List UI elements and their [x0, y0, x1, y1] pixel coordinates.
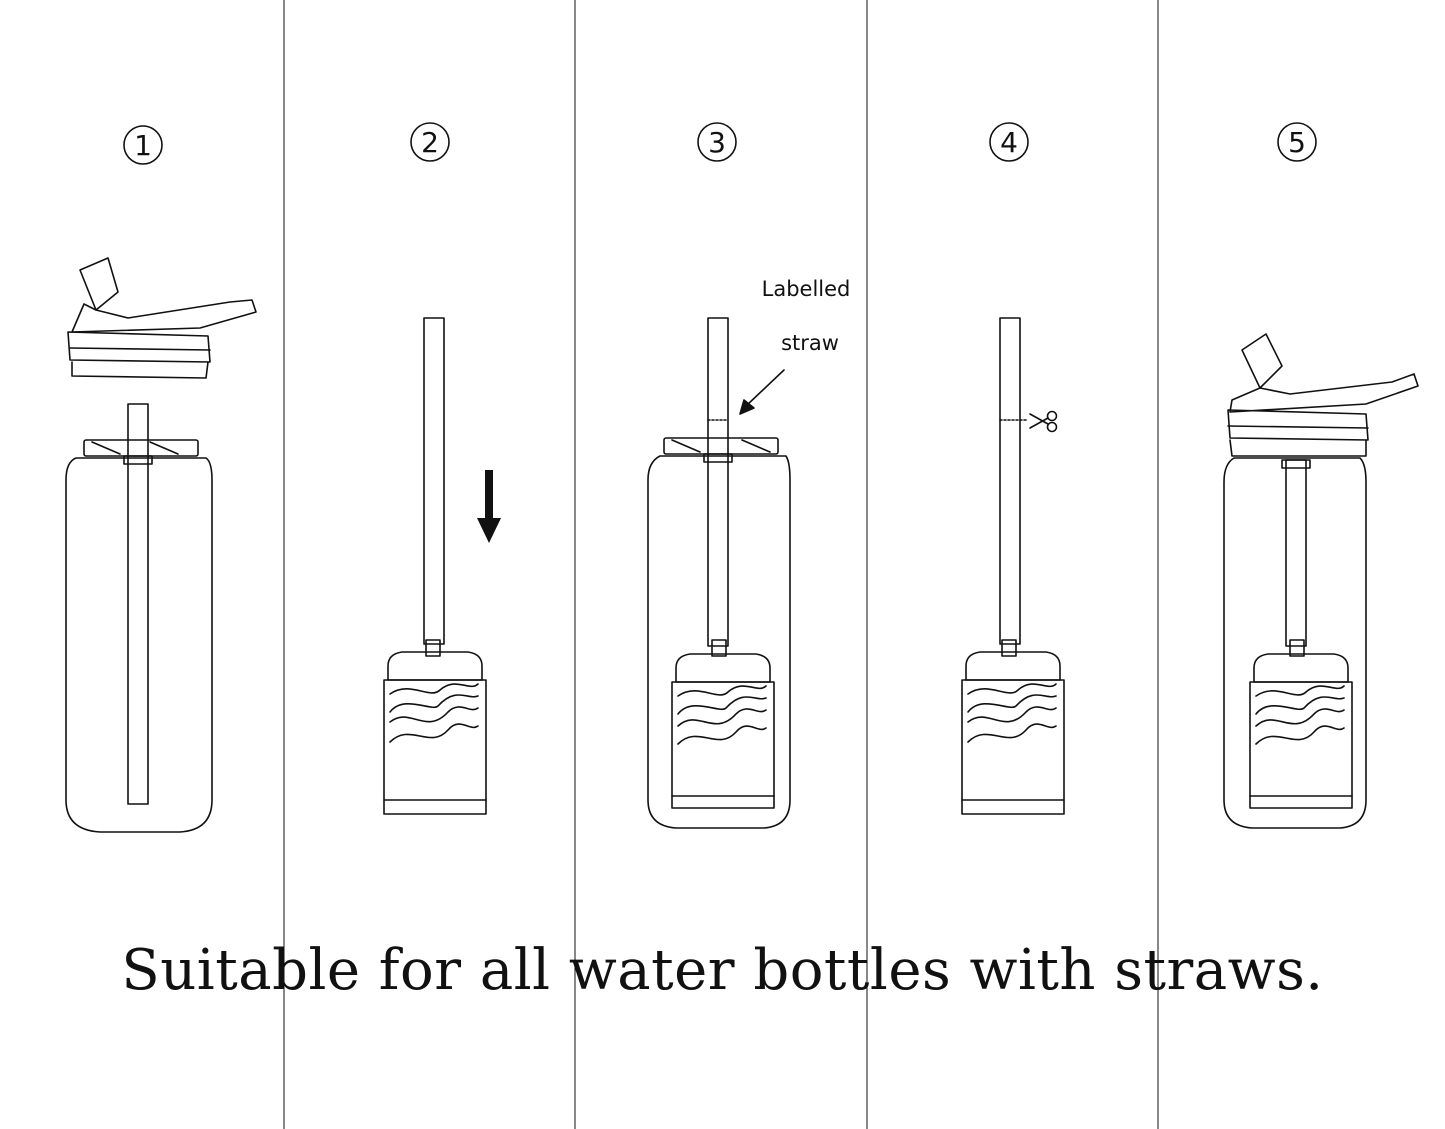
panel-dividers	[283, 0, 1159, 1129]
step-5-illustration	[1223, 333, 1419, 829]
svg-text:2: 2	[421, 126, 439, 159]
straw	[423, 317, 445, 657]
scissors-icon	[1029, 410, 1058, 433]
bottle-lid-open	[67, 257, 257, 379]
step-number-5: 5	[1277, 122, 1317, 162]
straw	[1281, 459, 1311, 657]
step-2-illustration	[383, 317, 501, 815]
labelled-straw-label-line1: Labelled	[762, 277, 851, 301]
bottle-body	[647, 437, 791, 829]
caption-text: Suitable for all water bottles with stra…	[121, 938, 1324, 1003]
labelled-straw-label-line2: straw	[781, 331, 839, 355]
svg-text:4: 4	[1000, 126, 1018, 159]
straw	[999, 317, 1029, 657]
step-3-illustration: Labelled straw	[647, 277, 851, 829]
filter-cartridge	[961, 651, 1065, 815]
svg-text:3: 3	[708, 126, 726, 159]
label-arrow	[739, 369, 785, 415]
step-number-1: 1	[123, 125, 163, 165]
filter-cartridge	[1249, 653, 1353, 809]
bottle-lid-closed	[1227, 333, 1419, 457]
bottle-body	[1223, 457, 1367, 829]
step-number-2: 2	[410, 122, 450, 162]
straw	[703, 317, 733, 647]
step-number-4: 4	[989, 122, 1029, 162]
svg-text:1: 1	[134, 129, 152, 162]
filter-cartridge	[671, 639, 775, 809]
step-4-illustration	[961, 317, 1065, 815]
svg-text:5: 5	[1288, 126, 1306, 159]
step-number-3: 3	[697, 122, 737, 162]
filter-cartridge	[383, 651, 487, 815]
arrow-down-icon	[477, 470, 501, 543]
bottle-body	[65, 439, 213, 833]
straw	[123, 403, 153, 805]
step-1-illustration	[65, 257, 257, 833]
